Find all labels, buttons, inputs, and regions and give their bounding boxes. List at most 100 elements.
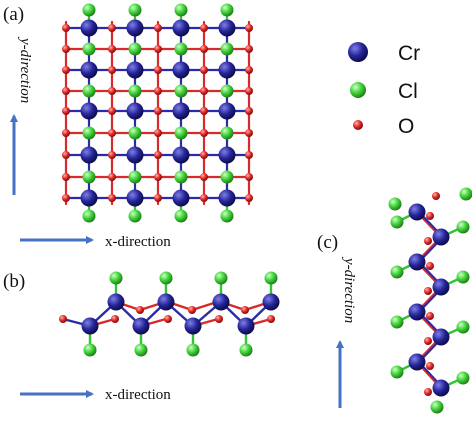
cl-atom bbox=[456, 220, 470, 234]
o-atom bbox=[62, 129, 70, 137]
cl-legend-icon bbox=[350, 82, 366, 98]
o-atom bbox=[62, 173, 70, 181]
cl-atom bbox=[174, 126, 188, 140]
cl-atom bbox=[82, 126, 96, 140]
cr-atom bbox=[81, 317, 99, 335]
o-legend-label: O bbox=[398, 115, 414, 138]
cr-atom bbox=[80, 102, 98, 120]
cr-atom bbox=[408, 203, 426, 221]
cr-atom bbox=[237, 317, 255, 335]
o-atom bbox=[154, 45, 162, 53]
cr-atom bbox=[184, 317, 202, 335]
cl-atom bbox=[174, 209, 188, 223]
o-atom bbox=[108, 87, 116, 95]
cr-atom bbox=[218, 146, 236, 164]
cr-atom bbox=[107, 293, 125, 311]
cl-atom bbox=[390, 215, 404, 229]
cl-atom bbox=[134, 343, 148, 357]
cr-atom bbox=[408, 253, 426, 271]
cl-atom bbox=[186, 343, 200, 357]
o-atom bbox=[164, 315, 172, 323]
cr-legend-label: Cr bbox=[398, 42, 420, 65]
cl-atom bbox=[82, 209, 96, 223]
cr-atom bbox=[80, 189, 98, 207]
o-atom bbox=[200, 45, 208, 53]
o-atom bbox=[241, 306, 249, 314]
cl-atom bbox=[220, 3, 234, 17]
cl-atom bbox=[430, 400, 444, 414]
o-atom bbox=[154, 24, 162, 32]
cl-atom bbox=[128, 209, 142, 223]
cl-atom bbox=[128, 126, 142, 140]
cl-atom bbox=[456, 371, 470, 385]
cl-atom bbox=[214, 271, 228, 285]
o-atom bbox=[200, 151, 208, 159]
cr-legend-icon bbox=[348, 42, 368, 62]
o-atom bbox=[200, 129, 208, 137]
o-atom bbox=[62, 194, 70, 202]
o-atom bbox=[108, 151, 116, 159]
o-atom bbox=[154, 173, 162, 181]
o-atom bbox=[62, 45, 70, 53]
o-atom bbox=[426, 262, 434, 270]
o-atom bbox=[245, 107, 253, 115]
o-atom bbox=[59, 315, 67, 323]
panel-a-x-axis: x-direction bbox=[20, 234, 171, 250]
o-atom bbox=[432, 192, 440, 200]
cr-atom bbox=[408, 303, 426, 321]
x-direction-label-b: x-direction bbox=[105, 387, 171, 403]
y-direction-label: y-direction bbox=[17, 36, 33, 103]
cr-atom bbox=[172, 61, 190, 79]
cr-atom bbox=[126, 61, 144, 79]
o-atom bbox=[200, 107, 208, 115]
panel-b-x-axis: x-direction bbox=[20, 387, 171, 403]
cl-atom bbox=[220, 84, 234, 98]
o-atom bbox=[62, 107, 70, 115]
cl-atom bbox=[264, 271, 278, 285]
cr-atom bbox=[432, 328, 450, 346]
cr-atom bbox=[432, 379, 450, 397]
o-atom bbox=[188, 306, 196, 314]
o-atom bbox=[154, 129, 162, 137]
o-atom bbox=[154, 66, 162, 74]
o-atom bbox=[108, 66, 116, 74]
o-atom bbox=[62, 66, 70, 74]
o-atom bbox=[215, 315, 223, 323]
cr-atom bbox=[126, 102, 144, 120]
o-atom bbox=[200, 66, 208, 74]
o-atom bbox=[108, 129, 116, 137]
o-atom bbox=[424, 388, 432, 396]
cr-atom bbox=[172, 146, 190, 164]
cl-atom bbox=[82, 42, 96, 56]
o-legend-icon bbox=[353, 120, 363, 130]
cl-atom bbox=[128, 3, 142, 17]
x-direction-label: x-direction bbox=[105, 234, 171, 250]
cl-atom bbox=[128, 84, 142, 98]
cl-atom bbox=[83, 343, 97, 357]
cl-atom bbox=[456, 270, 470, 284]
cr-atom bbox=[172, 189, 190, 207]
cr-atom bbox=[80, 61, 98, 79]
cl-atom bbox=[174, 170, 188, 184]
panel-c-y-axis: y-direction bbox=[336, 256, 357, 408]
cr-atom bbox=[262, 293, 280, 311]
cl-atom bbox=[459, 187, 472, 201]
cl-atom bbox=[388, 197, 402, 211]
o-atom bbox=[245, 173, 253, 181]
cl-atom bbox=[109, 271, 123, 285]
cr-atom bbox=[218, 189, 236, 207]
o-atom bbox=[108, 194, 116, 202]
o-atom bbox=[62, 24, 70, 32]
cl-atom bbox=[82, 84, 96, 98]
o-atom bbox=[62, 87, 70, 95]
o-atom bbox=[108, 45, 116, 53]
o-atom bbox=[245, 24, 253, 32]
o-atom bbox=[62, 151, 70, 159]
o-atom bbox=[154, 151, 162, 159]
o-atom bbox=[245, 45, 253, 53]
cl-atom bbox=[159, 271, 173, 285]
panel-c-side-view bbox=[388, 187, 472, 414]
cl-atom bbox=[220, 170, 234, 184]
o-atom bbox=[111, 315, 119, 323]
